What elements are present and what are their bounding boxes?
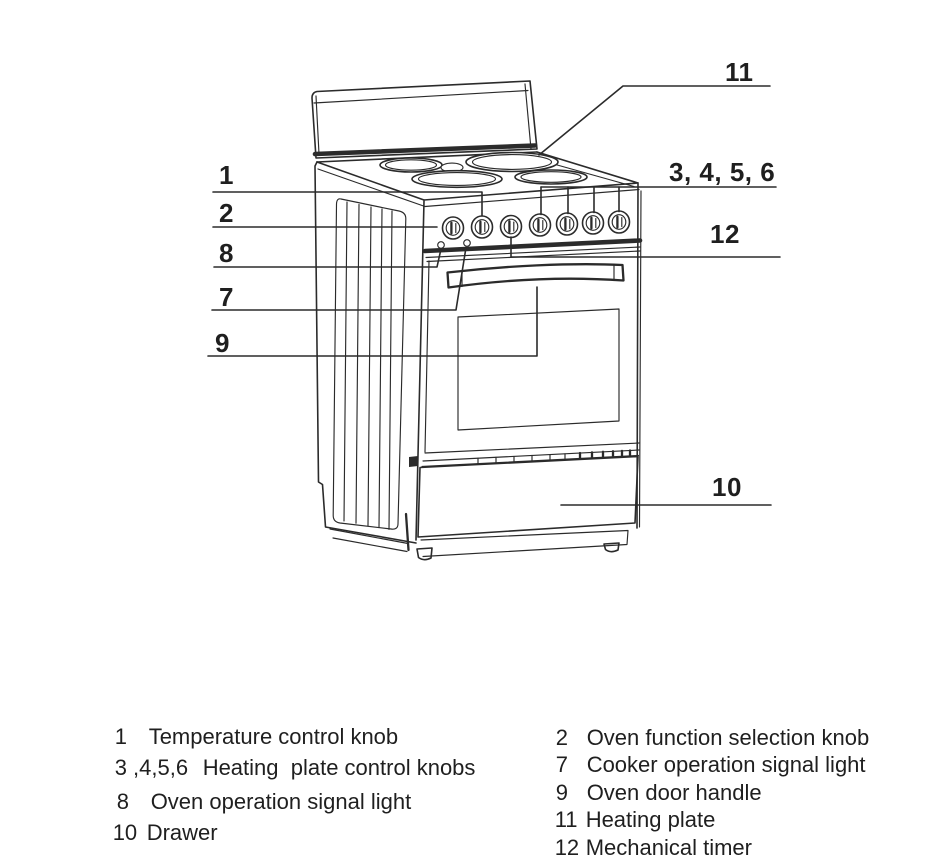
door-hinge — [409, 456, 418, 467]
legend-item-heating-plate: 11 Heating plate — [518, 781, 716, 859]
callout-1: 1 — [219, 160, 234, 190]
callout-12: 12 — [710, 219, 740, 249]
backsplash — [311, 80, 538, 159]
leader-lines — [207, 85, 781, 506]
legend-num: 1 — [114, 724, 127, 749]
oven-door — [409, 250, 641, 467]
heating-plate-front-left — [411, 169, 503, 189]
knob-4 — [528, 213, 552, 237]
leader-12 — [510, 236, 781, 258]
base — [416, 529, 629, 561]
legend-item-temperature-control-knob: 1 Temperature control knob — [78, 698, 398, 776]
left-foot — [416, 547, 433, 561]
legend-label: Mechanical timer — [585, 835, 752, 860]
callout-11: 11 — [725, 57, 754, 87]
cooker-operation-signal-light — [437, 241, 445, 249]
right-foot — [603, 542, 620, 553]
knob-2 — [470, 215, 494, 239]
legend-label: Cooker operation signal light — [586, 752, 866, 777]
legend-item-heating-plate-control-knobs: 3 ,4,5,6 Heating plate control knobs — [78, 729, 476, 807]
drawer-front — [417, 455, 639, 538]
legend-label: Heating plate control knobs — [202, 755, 476, 780]
legend-label: Heating plate — [585, 807, 716, 832]
leader-3456 — [540, 186, 777, 216]
callout-2: 2 — [219, 198, 234, 228]
legend-label: Oven operation signal light — [150, 789, 412, 814]
control-panel — [422, 210, 643, 259]
legend-num: 10 — [112, 820, 138, 845]
legend-item-oven-operation-signal-light: 8 Oven operation signal light — [80, 763, 412, 841]
legend-num: 2 — [555, 725, 568, 750]
heating-plate-back-right — [465, 151, 559, 173]
heating-plate-front-right — [514, 169, 588, 185]
leader-9 — [207, 286, 538, 357]
legend-num: 11 — [554, 807, 578, 832]
oven-operation-signal-light — [463, 239, 471, 247]
legend-num: 9 — [555, 780, 568, 805]
knob-3-mechanical-timer — [499, 214, 523, 239]
knob-1 — [441, 216, 465, 240]
callout-9: 9 — [215, 328, 230, 358]
legend-num: 8 — [116, 789, 129, 814]
legend-num: 3 ,4,5,6 — [114, 755, 189, 780]
legend-num: 7 — [555, 752, 568, 777]
side-panel — [314, 161, 417, 553]
cooktop — [316, 151, 640, 208]
legend-label: Oven function selection knob — [586, 725, 870, 750]
callout-3456: 3, 4, 5, 6 — [669, 157, 776, 187]
legend-label: Drawer — [146, 820, 218, 845]
oven-door-window — [457, 308, 620, 431]
callout-10: 10 — [712, 472, 742, 502]
oven-door-handle — [446, 263, 625, 289]
drawer-vent-ticks — [477, 449, 632, 465]
legend-num: 12 — [554, 835, 580, 860]
legend-item-cooker-operation-signal-light: 7 Cooker operation signal light — [519, 726, 866, 804]
leader-1 — [212, 191, 483, 217]
knob-5 — [555, 212, 579, 236]
leader-7 — [211, 246, 467, 311]
legend-label: Temperature control knob — [148, 724, 399, 749]
legend-item-oven-door-handle: 9 Oven door handle — [519, 754, 762, 832]
legend-item-drawer: 10 Drawer — [76, 794, 218, 864]
drawer — [417, 449, 640, 538]
knob-7 — [607, 210, 631, 234]
callout-8: 8 — [219, 238, 234, 268]
callout-7: 7 — [219, 282, 234, 312]
knob-6 — [581, 211, 605, 235]
legend-item-oven-function-selection-knob: 2 Oven function selection knob — [519, 699, 870, 777]
leader-8 — [213, 248, 442, 268]
legend-label: Oven door handle — [586, 780, 762, 805]
leader-11 — [538, 85, 771, 156]
heating-plates — [379, 151, 588, 189]
